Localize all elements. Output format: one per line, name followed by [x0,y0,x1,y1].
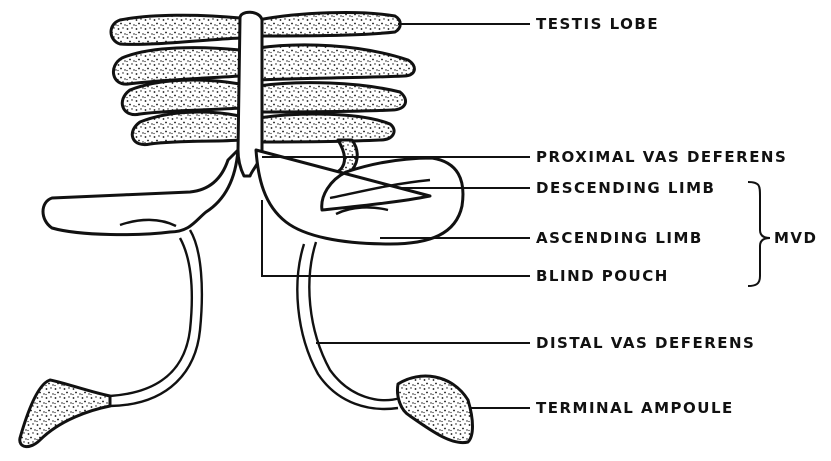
left-reproductive-tract [20,150,238,447]
testis-lobes-right [258,13,414,174]
label-proximal-vas-deferens: PROXIMAL VAS DEFERENS [536,148,787,166]
right-reproductive-tract [256,150,473,443]
right-distal-vas-deferens [297,242,400,409]
testis-lobe [258,45,414,80]
testis-lobe [258,83,406,112]
labels: TESTIS LOBE PROXIMAL VAS DEFERENS DESCEN… [536,15,818,417]
label-distal-vas-deferens: DISTAL VAS DEFERENS [536,334,755,352]
label-descending-limb: DESCENDING LIMB [536,179,715,197]
label-testis-lobe: TESTIS LOBE [536,15,659,33]
left-terminal-ampoule [20,380,110,447]
testis-lobes-left [111,15,240,144]
left-mvd-coil [43,150,238,235]
testis-lobe [122,80,240,115]
label-mvd: MVD [774,229,818,247]
testis-lobe [113,48,240,85]
label-ascending-limb: ASCENDING LIMB [536,229,703,247]
label-blind-pouch: BLIND POUCH [536,267,669,285]
left-distal-vas-deferens [110,230,202,406]
right-terminal-ampoule [398,376,473,443]
testis-lobe [258,114,394,142]
testis-lobe [258,13,400,36]
testis-lobe [111,15,240,44]
label-terminal-ampoule: TERMINAL AMPOULE [536,399,734,417]
mvd-brace [748,182,770,286]
testis-lobe [132,112,240,145]
right-mvd-coil [256,150,463,244]
